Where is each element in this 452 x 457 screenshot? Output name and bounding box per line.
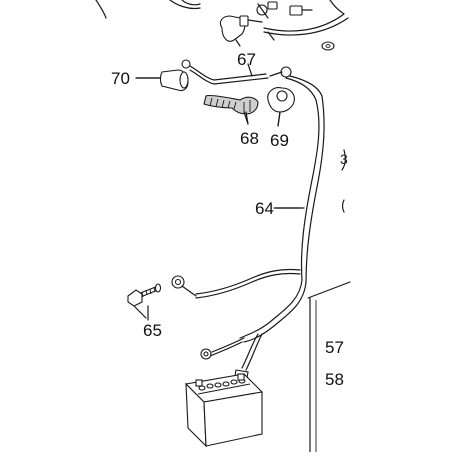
battery xyxy=(184,373,264,448)
upper-left-component-fragment xyxy=(95,0,201,19)
part-label-58: 58 xyxy=(325,370,344,389)
part-label-70: 70 xyxy=(111,69,130,88)
part-label-69: 69 xyxy=(270,131,289,150)
part-label-64: 64 xyxy=(255,199,274,218)
part-70-terminal-cap xyxy=(135,69,189,92)
part-label-57: 57 xyxy=(325,338,344,357)
right-panel-bracket xyxy=(307,149,351,453)
part-64-main-harness xyxy=(171,75,325,385)
part-label-68: 68 xyxy=(240,129,259,148)
part-68-sleeve xyxy=(203,94,259,125)
upper-connector-assembly xyxy=(219,0,349,51)
part-label-65: 65 xyxy=(143,321,162,340)
part-label-67: 67 xyxy=(237,50,256,69)
part-69-terminal xyxy=(267,87,295,127)
part-67-cable xyxy=(181,59,292,85)
part-65-bolt xyxy=(127,283,162,319)
edge-fragment-3: 3 xyxy=(340,151,348,167)
